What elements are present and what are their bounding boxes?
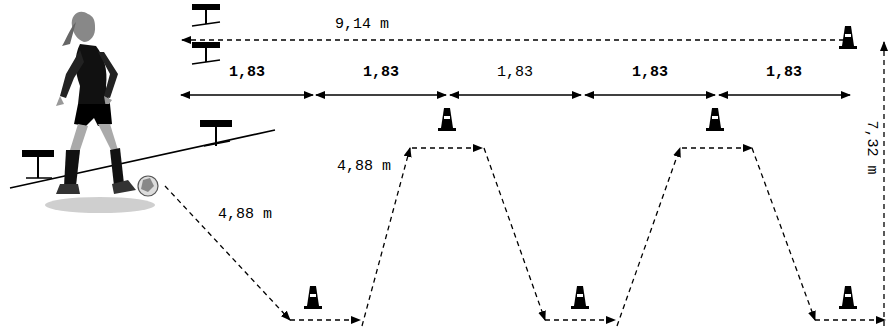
dimension-label: 9,14 m: [333, 16, 391, 33]
dimension-label: 1,83: [495, 64, 535, 81]
dimension-label: 1,83: [361, 64, 401, 81]
dimension-label: 1,83: [764, 64, 804, 81]
dimension-label: 4,88 m: [216, 206, 274, 223]
dimension-label: 1,83: [630, 64, 670, 81]
player-figure: [45, 12, 158, 213]
dimension-label: 4,88 m: [335, 158, 393, 175]
vertical-dimension: 7,32 m: [862, 118, 879, 176]
dimension-label: 1,83: [227, 64, 267, 81]
